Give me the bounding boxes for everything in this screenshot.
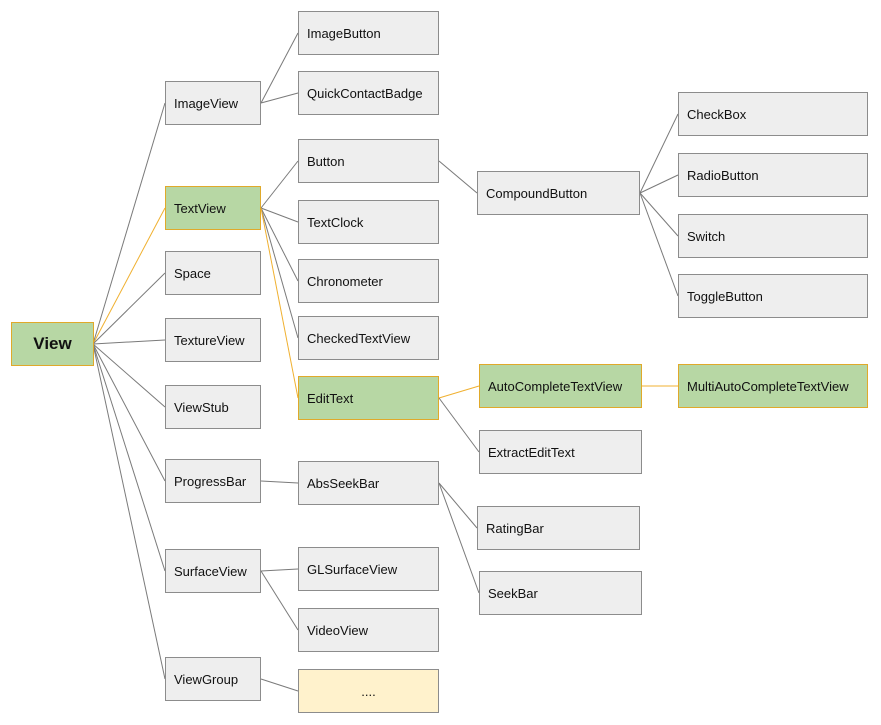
node-more-placeholder: ....: [298, 669, 439, 713]
node-multiautocompletetextview: MultiAutoCompleteTextView: [678, 364, 868, 408]
node-surfaceview: SurfaceView: [165, 549, 261, 593]
node-compoundbutton: CompoundButton: [477, 171, 640, 215]
node-ratingbar: RatingBar: [477, 506, 640, 550]
node-radiobutton: RadioButton: [678, 153, 868, 197]
node-checkedtextview: CheckedTextView: [298, 316, 439, 360]
node-button: Button: [298, 139, 439, 183]
node-checkbox: CheckBox: [678, 92, 868, 136]
node-glsurfaceview: GLSurfaceView: [298, 547, 439, 591]
node-textclock: TextClock: [298, 200, 439, 244]
node-togglebutton: ToggleButton: [678, 274, 868, 318]
edge-surfaceview-videoview: [260, 570, 299, 631]
node-textview: TextView: [165, 186, 261, 230]
edge-textview-textclock: [260, 207, 299, 223]
node-quickcontactbadge: QuickContactBadge: [298, 71, 439, 115]
node-autocompletetextview: AutoCompleteTextView: [479, 364, 642, 408]
edge-viewgroup-more: [260, 678, 299, 692]
node-absseekbar: AbsSeekBar: [298, 461, 439, 505]
edge-absseekbar-ratingbar: [438, 482, 478, 529]
edge-progressbar-absseekbar: [260, 480, 299, 484]
edge-surfaceview-glsurfaceview: [260, 568, 299, 572]
node-space: Space: [165, 251, 261, 295]
node-view: View: [11, 322, 94, 366]
node-imageview: ImageView: [165, 81, 261, 125]
edge-textview-checkedtextview: [260, 207, 299, 339]
node-progressbar: ProgressBar: [165, 459, 261, 503]
node-textureview: TextureView: [165, 318, 261, 362]
node-seekbar: SeekBar: [479, 571, 642, 615]
edge-button-compoundbutton: [438, 160, 478, 194]
edge-view-progressbar: [92, 343, 166, 482]
node-extractedittext: ExtractEditText: [479, 430, 642, 474]
node-videoview: VideoView: [298, 608, 439, 652]
edge-view-imageview: [92, 102, 166, 345]
edge-textview-edittext: [260, 207, 299, 399]
edge-imageview-imagebutton: [260, 32, 299, 104]
edge-view-viewgroup: [92, 343, 166, 680]
edge-view-viewstub: [92, 343, 166, 408]
edge-edittext-extractedittext: [438, 397, 480, 453]
edge-view-textview: [92, 207, 166, 345]
edge-edittext-autocomplete: [438, 385, 480, 399]
node-chronometer: Chronometer: [298, 259, 439, 303]
node-switch: Switch: [678, 214, 868, 258]
edge-compoundbutton-togglebutton: [639, 192, 679, 297]
edge-compoundbutton-checkbox: [639, 113, 679, 194]
node-imagebutton: ImageButton: [298, 11, 439, 55]
edge-view-textureview: [92, 339, 166, 345]
edge-absseekbar-seekbar: [438, 482, 480, 594]
edge-view-surfaceview: [92, 343, 166, 572]
edge-imageview-quickcontactbadge: [260, 92, 299, 104]
edge-textview-button: [260, 160, 299, 209]
edge-compoundbutton-switch: [639, 192, 679, 237]
node-viewgroup: ViewGroup: [165, 657, 261, 701]
edge-compoundbutton-radiobutton: [639, 174, 679, 194]
edge-textview-chronometer: [260, 207, 299, 282]
node-viewstub: ViewStub: [165, 385, 261, 429]
node-edittext: EditText: [298, 376, 439, 420]
edge-view-space: [92, 272, 166, 345]
